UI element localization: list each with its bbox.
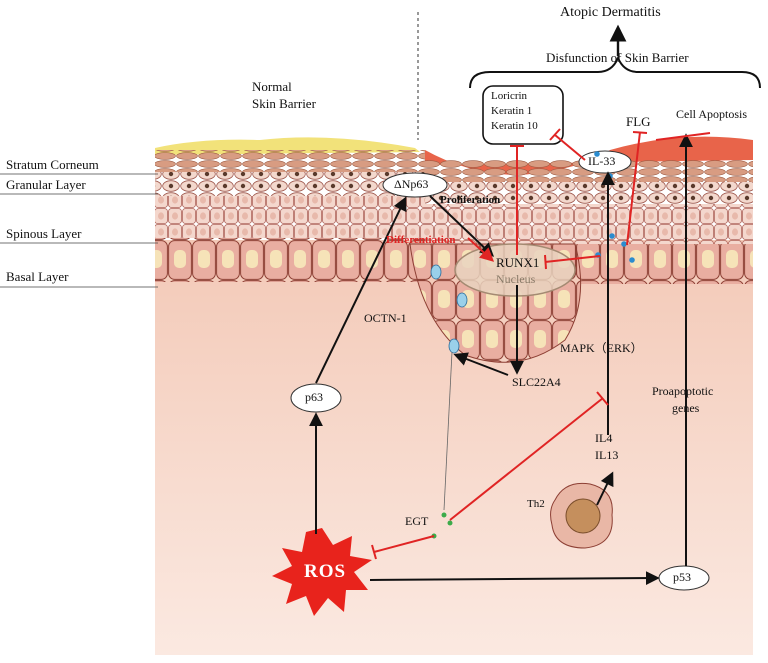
layer-label-stratum-corneum: Stratum Corneum bbox=[6, 157, 99, 172]
il13-label: IL13 bbox=[595, 448, 619, 462]
il33-label: IL-33 bbox=[588, 154, 616, 168]
nucleus-label: Nucleus bbox=[496, 272, 536, 286]
differentiation-arrow bbox=[467, 237, 495, 262]
mapk-label: MAPK（ERK） bbox=[560, 341, 643, 355]
octn1-label: OCTN-1 bbox=[364, 311, 407, 325]
epidermis-diseased bbox=[409, 136, 753, 363]
layer-guide-lines bbox=[0, 173, 158, 288]
differentiation-label: Differentiation bbox=[386, 234, 456, 246]
th2-cell bbox=[550, 482, 613, 549]
runx1-label: RUNX1 bbox=[496, 255, 540, 270]
proliferation-label: Proliferation bbox=[440, 194, 501, 206]
inhibition-lines bbox=[371, 128, 711, 560]
barrier-brace bbox=[469, 55, 761, 89]
slc22a4-label: SLC22A4 bbox=[512, 375, 561, 389]
p63-node bbox=[290, 383, 342, 413]
layer-label-basal: Basal Layer bbox=[6, 269, 69, 284]
layer-label-granular: Granular Layer bbox=[6, 177, 86, 192]
egt-uptake-line bbox=[443, 351, 453, 511]
delta-np63-label: ΔNp63 bbox=[394, 177, 429, 191]
activation-arrows bbox=[309, 133, 693, 586]
cell-apoptosis-label: Cell Apoptosis bbox=[676, 107, 748, 121]
normal-barrier-label-line2: Skin Barrier bbox=[252, 96, 316, 111]
p53-label: p53 bbox=[673, 570, 691, 584]
diagram-title: Atopic Dermatitis bbox=[560, 5, 661, 20]
diagram-subtitle: Disfunction of Skin Barrier bbox=[546, 50, 689, 65]
th2-label: Th2 bbox=[527, 498, 545, 510]
egt-label: EGT bbox=[405, 514, 429, 528]
p63-label: p63 bbox=[305, 390, 323, 404]
ros-burst bbox=[272, 528, 372, 616]
layer-label-spinous: Spinous Layer bbox=[6, 226, 82, 241]
protein-keratin-1: Keratin 1 bbox=[491, 105, 533, 117]
egt-dots bbox=[431, 512, 453, 539]
protein-keratin-10: Keratin 10 bbox=[491, 120, 538, 132]
proapoptotic-label-line2: genes bbox=[672, 401, 700, 415]
flg-label: FLG bbox=[626, 114, 651, 129]
ros-label: ROS bbox=[304, 561, 347, 582]
delta-np63-node bbox=[382, 172, 448, 198]
epidermis-normal bbox=[155, 137, 425, 282]
normal-barrier-label-line1: Normal bbox=[252, 79, 292, 94]
proapoptotic-label-line1: Proapoptotic bbox=[652, 384, 714, 398]
octn1-transporters bbox=[430, 264, 468, 354]
protein-box bbox=[482, 85, 564, 145]
protein-loricrin: Loricrin bbox=[491, 90, 528, 102]
il4-label: IL4 bbox=[595, 431, 613, 445]
